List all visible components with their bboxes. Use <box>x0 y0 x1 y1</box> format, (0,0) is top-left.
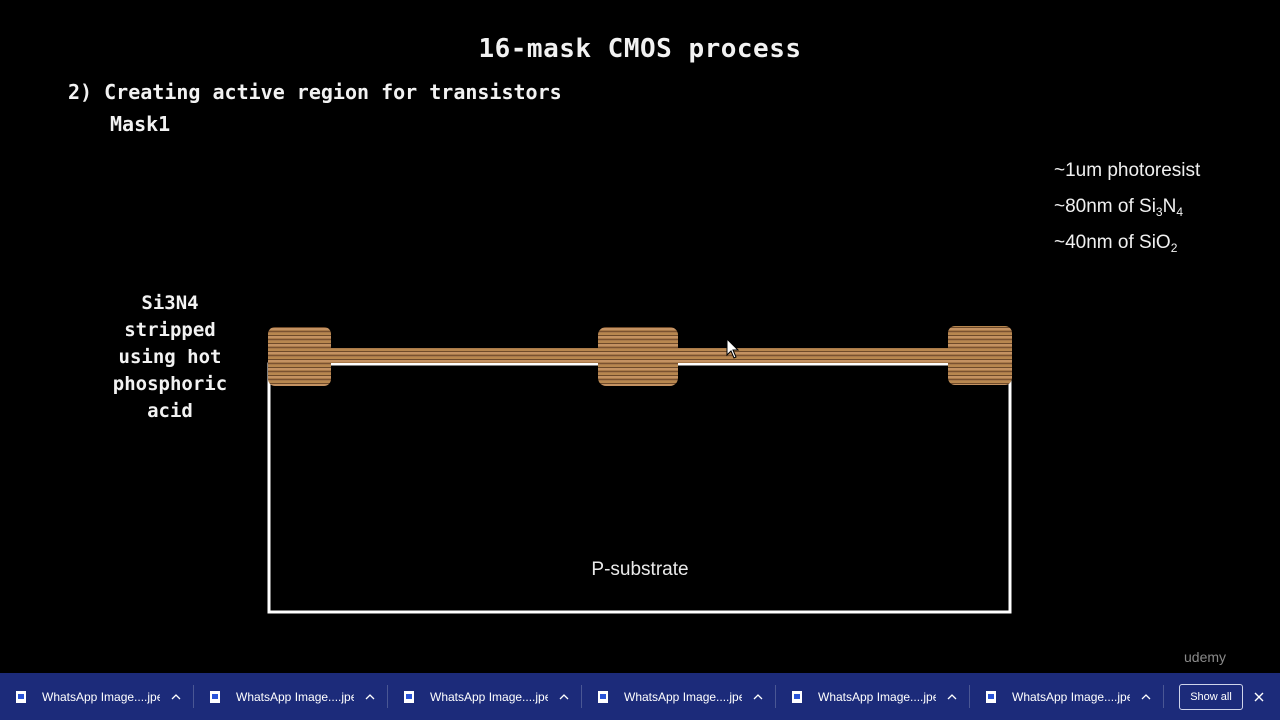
legend-oxide: ~40nm of SiO2 <box>1054 230 1200 266</box>
mouse-cursor-icon <box>726 338 740 359</box>
side-note: Si3N4 stripped using hot phosphoric acid <box>95 290 245 425</box>
side-note-line: Si3N4 <box>141 292 199 314</box>
download-filename: WhatsApp Image....jpeg <box>236 689 354 704</box>
legend-subscript: 2 <box>1170 241 1178 255</box>
legend-subscript: 4 <box>1176 205 1184 219</box>
layer-legend: ~1um photoresist ~80nm of Si3N4 ~40nm of… <box>1054 158 1200 266</box>
substrate-label: P-substrate <box>591 559 689 580</box>
step-heading: 2) Creating active region for transistor… <box>68 80 562 104</box>
side-note-line: stripped <box>124 319 216 341</box>
download-filename: WhatsApp Image....jpeg <box>1012 689 1130 704</box>
field-oxide-center <box>598 327 678 386</box>
image-file-icon <box>16 690 26 703</box>
chevron-up-icon[interactable] <box>166 687 186 707</box>
side-note-line: acid <box>147 400 193 422</box>
download-item[interactable]: WhatsApp Image....jpeg <box>0 673 194 720</box>
legend-text: N <box>1162 196 1177 217</box>
download-filename: WhatsApp Image....jpeg <box>624 689 742 704</box>
download-item[interactable]: WhatsApp Image....jpeg <box>970 673 1164 720</box>
legend-nitride: ~80nm of Si3N4 <box>1054 194 1200 230</box>
image-file-icon <box>210 690 220 703</box>
udemy-watermark: udemy <box>1184 649 1227 665</box>
cross-section-diagram <box>267 326 1012 614</box>
download-filename: WhatsApp Image....jpeg <box>42 689 160 704</box>
download-item[interactable]: WhatsApp Image....jpeg <box>776 673 970 720</box>
slide-title: 16-mask CMOS process <box>478 34 802 64</box>
legend-text: ~40nm of SiO <box>1054 232 1171 253</box>
image-file-icon <box>986 690 996 703</box>
legend-text: ~1um photoresist <box>1054 160 1201 181</box>
chevron-up-icon[interactable] <box>942 687 962 707</box>
chevron-up-icon[interactable] <box>748 687 768 707</box>
image-file-icon <box>598 690 608 703</box>
download-item[interactable]: WhatsApp Image....jpeg <box>582 673 776 720</box>
show-all-button[interactable]: Show all <box>1179 683 1243 710</box>
image-file-icon <box>404 690 414 703</box>
mask-label: Mask1 <box>110 112 171 136</box>
slide: 16-mask CMOS process 2) Creating active … <box>68 34 1227 665</box>
image-file-icon <box>792 690 802 703</box>
field-oxide-left <box>268 327 331 386</box>
legend-subscript: 3 <box>1155 205 1163 219</box>
close-icon[interactable] <box>1252 690 1266 704</box>
download-filename: WhatsApp Image....jpeg <box>818 689 936 704</box>
legend-photoresist: ~1um photoresist <box>1054 158 1200 194</box>
legend-text: ~80nm of Si <box>1054 196 1156 217</box>
chevron-up-icon[interactable] <box>360 687 380 707</box>
download-bar: WhatsApp Image....jpeg WhatsApp Image...… <box>0 673 1280 720</box>
download-item[interactable]: WhatsApp Image....jpeg <box>194 673 388 720</box>
chevron-up-icon[interactable] <box>1136 687 1156 707</box>
chevron-up-icon[interactable] <box>554 687 574 707</box>
field-oxide-right <box>948 326 1012 385</box>
side-note-line: using hot <box>118 346 222 368</box>
download-filename: WhatsApp Image....jpeg <box>430 689 548 704</box>
download-item[interactable]: WhatsApp Image....jpeg <box>388 673 582 720</box>
side-note-line: phosphoric <box>112 373 228 395</box>
